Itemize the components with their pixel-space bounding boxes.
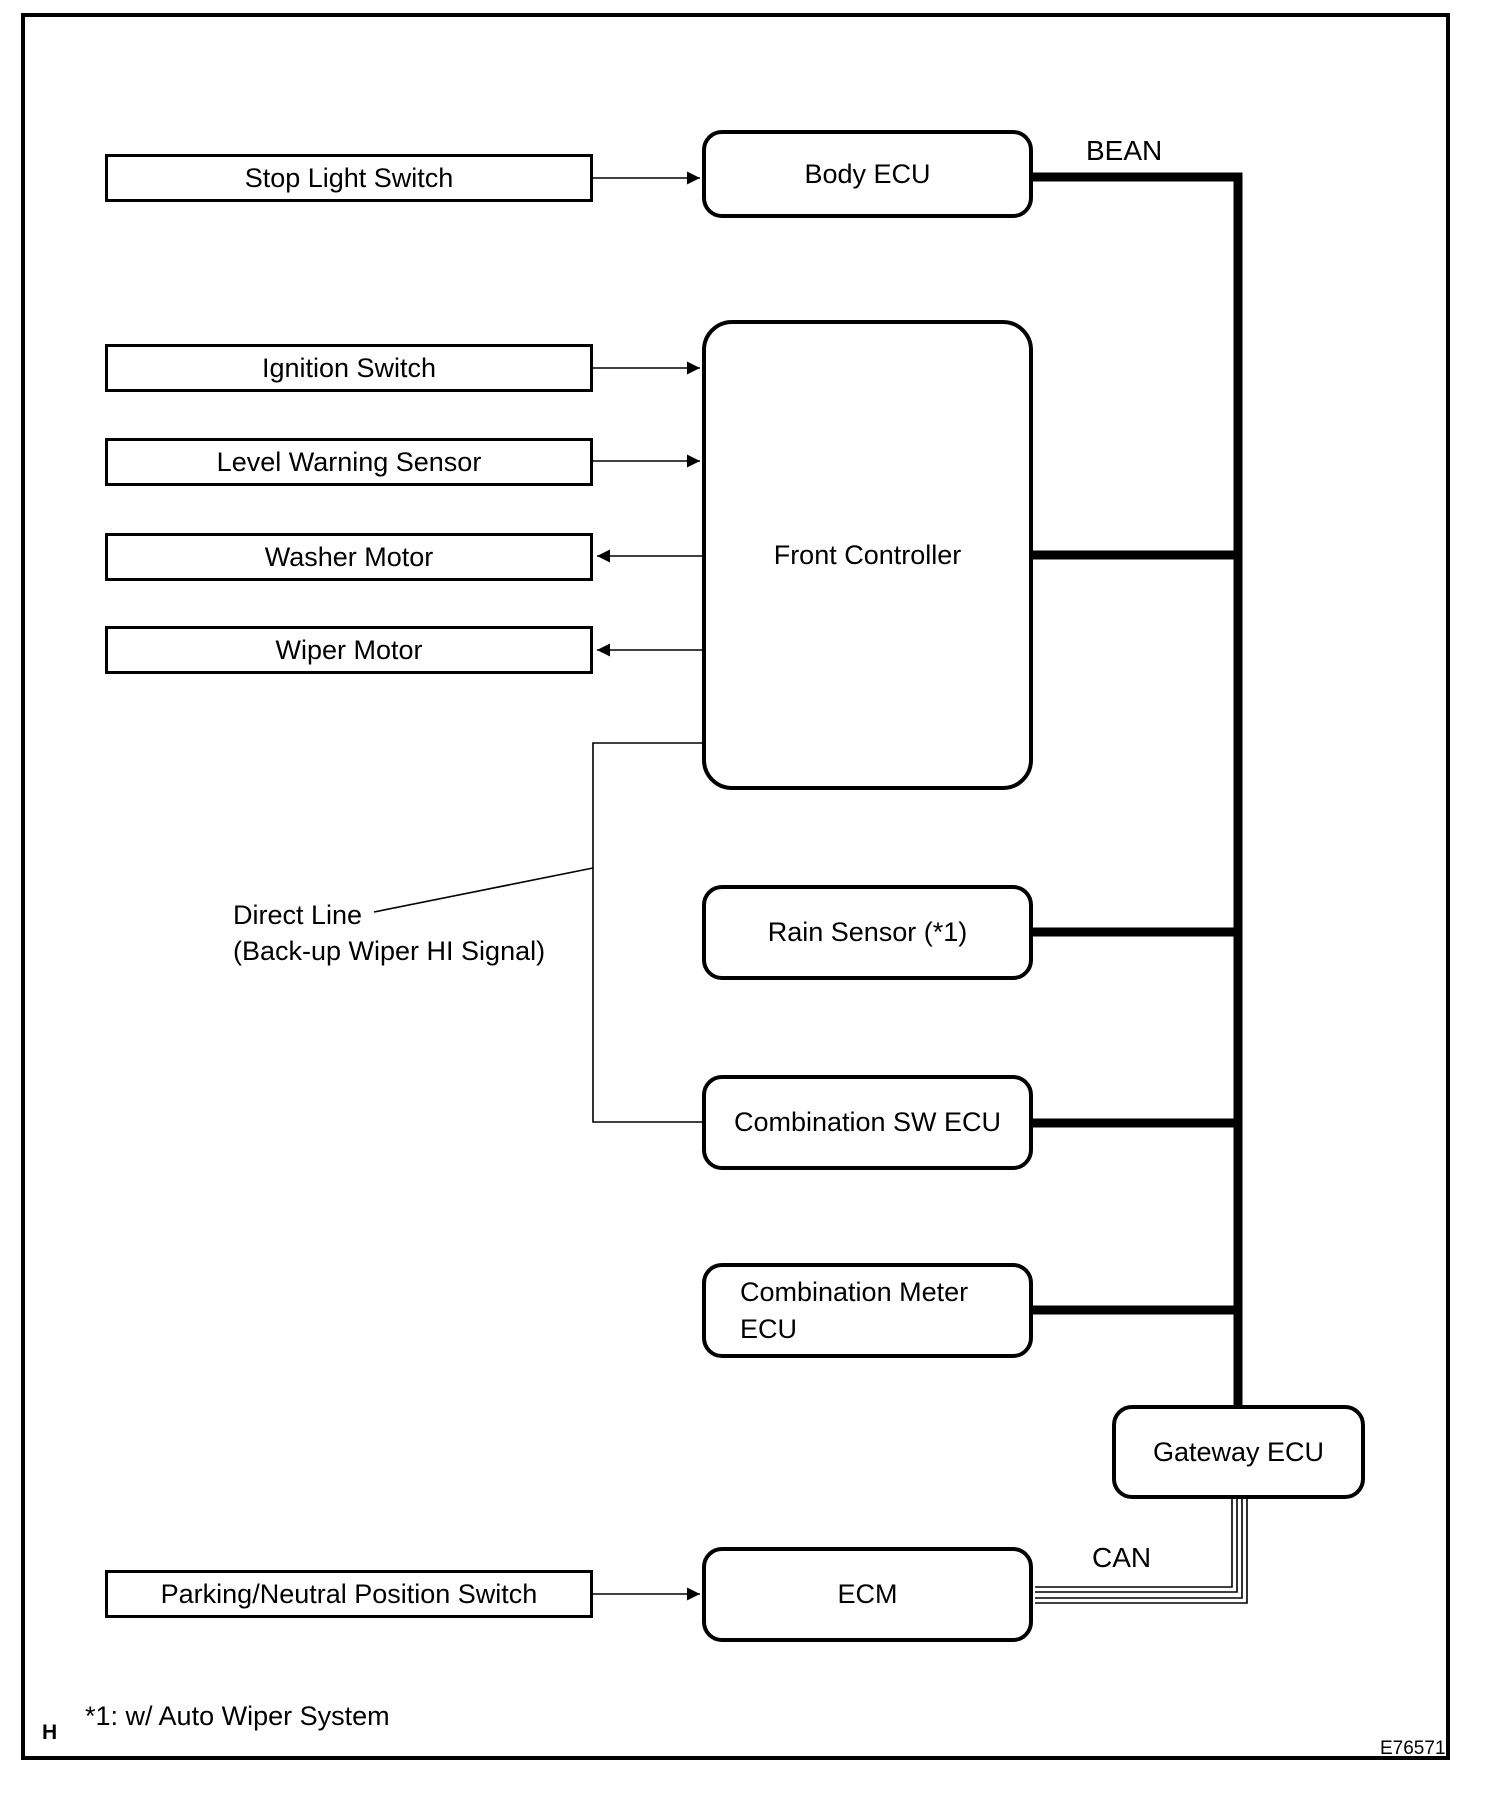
figure-code: E76571 [1380, 1738, 1446, 1759]
node-label: Stop Light Switch [244, 162, 454, 193]
node-washer-motor: Washer Motor [105, 533, 593, 581]
node-label: Parking/Neutral Position Switch [160, 1578, 538, 1609]
node-label: Body ECU [804, 158, 931, 189]
direct-line-label-line1: Direct Line [233, 900, 363, 930]
footnote: *1: w/ Auto Wiper System [85, 1701, 390, 1731]
node-parking-neutral-position-switch: Parking/Neutral Position Switch [105, 1570, 593, 1618]
node-label-line1: Combination Meter [740, 1276, 969, 1307]
node-label: Rain Sensor (*1) [767, 917, 968, 947]
node-label: Front Controller [773, 539, 962, 570]
can-bus-label: CAN [1092, 1542, 1152, 1573]
node-label-line2: ECU [740, 1313, 798, 1344]
node-combination-meter-ecu: Combination Meter ECU [702, 1263, 1033, 1358]
node-label: Combination SW ECU [733, 1107, 1002, 1137]
node-label: Gateway ECU [1152, 1436, 1325, 1467]
node-label: Ignition Switch [261, 352, 437, 383]
page-border [21, 13, 1450, 1760]
node-front-controller: Front Controller [702, 320, 1033, 790]
node-rain-sensor: Rain Sensor (*1) [702, 885, 1033, 980]
page-letter: H [42, 1721, 58, 1744]
node-level-warning-sensor: Level Warning Sensor [105, 438, 593, 486]
node-label: Combination Meter ECU [740, 1274, 968, 1348]
node-wiper-motor: Wiper Motor [105, 626, 593, 674]
node-body-ecu: Body ECU [702, 130, 1033, 218]
node-ignition-switch: Ignition Switch [105, 344, 593, 392]
node-gateway-ecu: Gateway ECU [1112, 1405, 1365, 1499]
node-combination-sw-ecu: Combination SW ECU [702, 1075, 1033, 1170]
node-label: Level Warning Sensor [216, 446, 482, 477]
node-label: Wiper Motor [275, 634, 423, 665]
direct-line-label: Direct Line (Back-up Wiper HI Signal) [233, 897, 545, 969]
node-stop-light-switch: Stop Light Switch [105, 154, 593, 202]
node-label: ECM [837, 1579, 898, 1609]
node-ecm: ECM [702, 1547, 1033, 1642]
node-label: Washer Motor [264, 541, 434, 572]
bean-bus-label: BEAN [1086, 135, 1163, 166]
direct-line-label-line2: (Back-up Wiper HI Signal) [233, 936, 546, 966]
